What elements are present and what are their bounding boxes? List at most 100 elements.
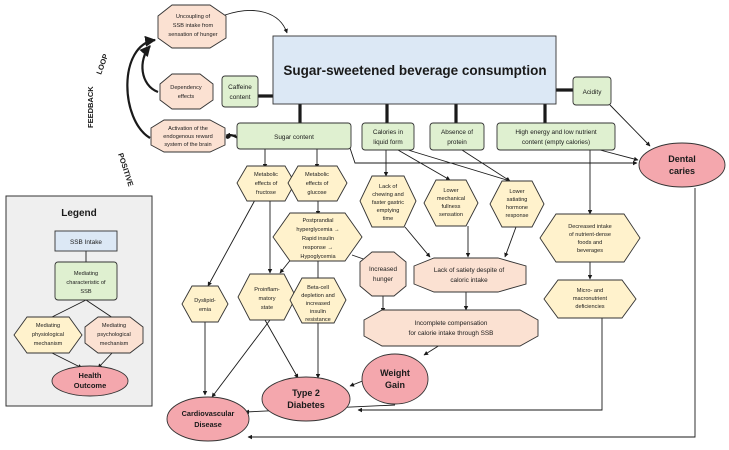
activation-line-3: system of the brain [164, 142, 211, 148]
betacell-line-1: Beta-cell [307, 285, 329, 291]
sugar-content-node: Sugar content [236, 122, 352, 150]
protein-line-2: protein [447, 139, 467, 146]
energy-line-2: content (empty calories) [522, 139, 590, 146]
legend-physiological-line-3: mechanism [34, 341, 63, 347]
legend-physiological: Mediating physiological mechanism [13, 316, 83, 354]
activation-line-2: endogenous reward [163, 134, 212, 140]
loop-label-feedback: FEEDBACK [86, 86, 95, 128]
dependency-line-2: effects [178, 94, 195, 100]
nutrient-dense-node: Decreased intake of nutrient-dense foods… [539, 213, 641, 263]
fructose-line-2: effects of [255, 181, 278, 187]
legend-characteristic-line-3: SSB [80, 289, 91, 295]
hormone-line-2: satiating [507, 197, 528, 203]
cardiovascular-node: Cardiovascular Disease [166, 396, 250, 442]
dyslipidemia-node: Dyslipid- emia [181, 285, 229, 323]
legend-ssb-intake: SSB Intake [54, 230, 118, 252]
diabetes-line-2: Diabetes [287, 400, 325, 410]
glucose-node: Metabolic effects of glucose [287, 165, 348, 202]
compensation-line-2: for calorie intake through SSB [409, 330, 494, 337]
hormone-line-4: response [505, 213, 528, 219]
hunger-line-2: hunger [373, 276, 394, 283]
acidity-label: Acidity [583, 89, 603, 96]
uncoupling-line-1: Uncoupling of [176, 14, 211, 20]
fullness-line-1: Lower [443, 188, 458, 194]
uncoupling-line-3: sensation of hunger [168, 32, 217, 38]
legend-psychological-line-3: mechanism [100, 341, 129, 347]
postprandial-line-1: Postprandial [302, 218, 333, 224]
fructose-line-1: Metabolic [254, 172, 278, 178]
legend-characteristic-line-2: characteristic of [66, 280, 106, 286]
nutrient-line-4: beverages [577, 248, 603, 254]
increased-hunger-node: Increased hunger [359, 251, 407, 297]
chewing-node: Lack of chewing and faster gastric empty… [359, 175, 417, 228]
postprandial-line-5: Hypoglycemia [300, 254, 336, 260]
legend-intake-label: SSB Intake [70, 239, 102, 246]
chewing-line-3: faster gastric [372, 200, 404, 206]
nutrient-line-1: Decreased intake [568, 224, 612, 230]
satiety-line-1: Lack of satiety despite of [434, 267, 505, 274]
legend-characteristic: Mediating characteristic of SSB [54, 261, 118, 301]
dyslipidemia-line-2: emia [199, 307, 212, 313]
legend-title: Legend [61, 208, 97, 219]
compensation-line-1: Incomplete compensation [415, 320, 488, 327]
betacell-line-4: insulin [310, 309, 326, 315]
legend-psychological-line-2: psychological [97, 332, 131, 338]
legend-psychological-line-1: Mediating [102, 323, 126, 329]
hunger-line-1: Increased [369, 266, 398, 273]
fructose-node: Metabolic effects of fructose [236, 165, 296, 202]
weight-line-2: Gain [385, 380, 405, 390]
legend-physiological-line-1: Mediating [36, 323, 60, 329]
proinflammatory-line-3: state [261, 305, 273, 311]
postprandial-line-4: response → [303, 245, 333, 251]
dependency-node: Dependency effects [159, 73, 214, 110]
betacell-line-2: depletion and [301, 293, 335, 299]
uncoupling-line-2: SSB intake from [173, 23, 214, 29]
glucose-line-2: effects of [306, 181, 329, 187]
connectors [126, 10, 696, 440]
legend-outcome-line-2: Outcome [74, 381, 107, 390]
caffeine-line-1: Caffeine [228, 84, 252, 91]
nutrient-line-2: of nutrient-dense [569, 232, 611, 238]
micro-line-3: deficiencies [575, 304, 604, 310]
legend-health-outcome: Health Outcome [51, 365, 129, 397]
empty-calories-node: High energy and low nutrient content (em… [496, 122, 616, 151]
chewing-line-5: time [383, 216, 394, 222]
legend: Legend SSB Intake Mediating characterist… [5, 195, 153, 407]
proinflammatory-line-1: Proinflam- [254, 287, 280, 293]
satiety-node: Lack of satiety despite of caloric intak… [413, 257, 527, 293]
diabetes-line-1: Type 2 [292, 388, 320, 398]
micro-macro-node: Micro- and macronutrient deficiencies [543, 279, 637, 319]
calories-liquid-node: Calories in liquid form [361, 122, 415, 151]
legend-physiological-line-2: physiological [32, 332, 64, 338]
chewing-line-2: chewing and [372, 192, 403, 198]
weight-gain-node: Weight Gain [361, 353, 429, 405]
glucose-line-1: Metabolic [305, 172, 329, 178]
incomplete-compensation-node: Incomplete compensation for calorie inta… [363, 309, 539, 347]
proinflammatory-node: Proinflam- matory state [237, 273, 297, 321]
fullness-node: Lower mechanical fullness sensation [423, 179, 479, 227]
sugar-content-label: Sugar content [274, 134, 314, 141]
postprandial-line-2: hyperglycemia → [296, 227, 339, 233]
hormone-line-3: hormone [506, 205, 528, 211]
protein-line-1: Absence of [441, 129, 473, 136]
uncoupling-node: Uncoupling of SSB intake from sensation … [157, 4, 227, 49]
dental-line-1: Dental [668, 154, 696, 164]
weight-line-1: Weight [380, 368, 410, 378]
legend-characteristic-line-1: Mediating [74, 271, 98, 277]
loop-label-positive: POSITIVE [116, 152, 135, 188]
activation-line-1: Activation of the [168, 126, 208, 132]
calories-line-1: Calories in [373, 129, 404, 136]
postprandial-line-3: Rapid insulin [302, 236, 334, 242]
betacell-line-3: increased [306, 301, 330, 307]
chewing-line-4: emptying [377, 208, 400, 214]
fructose-line-3: fructose [256, 190, 276, 196]
calories-line-2: liquid form [373, 139, 402, 146]
main-title: Sugar-sweetened beverage consumption [283, 63, 546, 78]
fullness-line-3: fullness [442, 204, 461, 210]
loop-label-loop: LOOP [94, 53, 110, 76]
dependency-line-1: Dependency [170, 85, 202, 91]
cvd-line-1: Cardiovascular [182, 409, 235, 418]
glucose-line-3: glucose [307, 190, 326, 196]
absence-protein-node: Absence of protein [429, 122, 485, 151]
betacell-line-5: resistance [305, 317, 331, 323]
